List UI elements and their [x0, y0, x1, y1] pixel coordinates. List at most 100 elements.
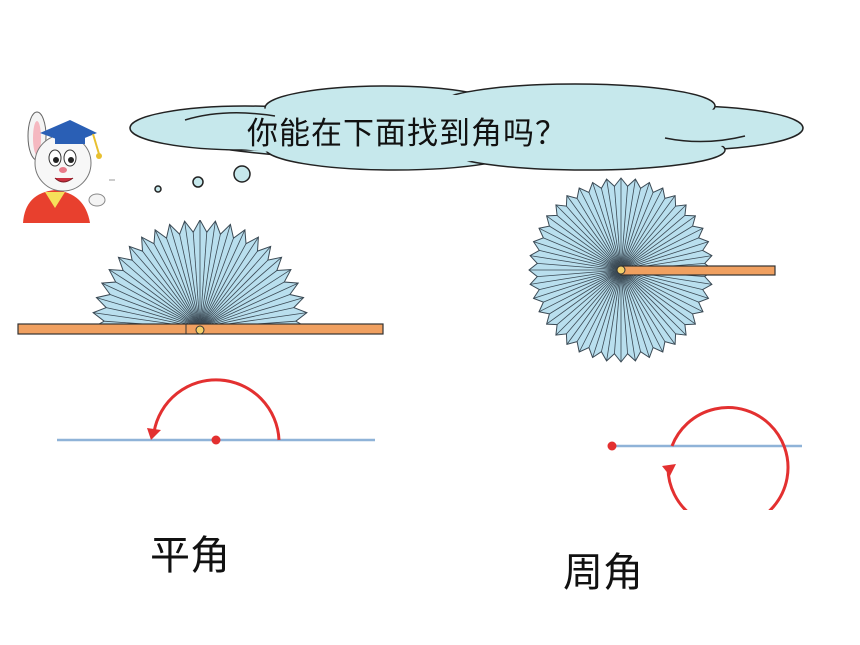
half-fan-illustration — [17, 220, 384, 335]
fan-pleat-line — [199, 246, 272, 329]
fan-pleat-line — [614, 186, 622, 271]
fan-pleat-line — [166, 237, 201, 329]
straight-angle-diagram — [57, 378, 375, 445]
fan-pleat-line — [537, 263, 622, 271]
fan-pleat-line — [543, 237, 622, 271]
fan-pleat-line — [184, 221, 201, 329]
full-angle-diagram — [607, 406, 802, 510]
fan-pleat-line — [620, 182, 650, 271]
fan-pleat-line — [556, 215, 622, 271]
fan-pleat-line — [546, 269, 622, 325]
fan-pleat-line — [131, 259, 201, 329]
label-full-angle: 周角 — [563, 550, 643, 596]
fan-pleat-line — [192, 232, 201, 329]
fan-pleat-line — [199, 250, 258, 329]
fan-pleat-line — [592, 182, 622, 271]
fan-pleat-line — [199, 259, 269, 329]
speech-cloud — [129, 83, 804, 193]
full-angle-arc — [666, 406, 790, 510]
fan-pleat-line — [543, 269, 622, 303]
fan-pleat-line — [601, 269, 622, 352]
fan-pleat-line — [620, 205, 676, 271]
fan-pleat-line — [199, 282, 299, 329]
fan-pleat-line — [588, 192, 622, 271]
straight-angle-vertex — [211, 435, 221, 445]
fan-pleat-line — [199, 297, 304, 329]
fan-pleat-line — [620, 269, 664, 353]
fan-pleat-line — [533, 241, 622, 271]
fan-pleat-line — [620, 269, 666, 342]
fan-pleat-line — [620, 269, 693, 315]
fan-pleat-line — [601, 188, 622, 271]
fan-pleat-line — [108, 269, 201, 329]
fan-pleat-line — [578, 269, 622, 353]
fan-pleat-line — [199, 256, 282, 329]
full-arc-arrowhead — [662, 464, 676, 476]
fan-pleat-line — [549, 269, 622, 315]
fan-pleat-line — [620, 269, 650, 358]
fan-pleat-line — [620, 215, 686, 271]
fan-pleat-line — [620, 215, 696, 271]
fan-pleat-line — [199, 224, 231, 329]
fan-pleat-line — [153, 243, 201, 329]
fan-pleat-line — [606, 179, 622, 271]
fan-pleat-line — [154, 229, 201, 329]
fan-pleat-line — [606, 269, 622, 361]
fan-pivot — [195, 325, 205, 335]
fan-pleat-line — [566, 269, 622, 335]
fan-pleat-line — [620, 237, 699, 271]
fan-stick-bar-right — [620, 265, 776, 276]
fan-pleat-line — [533, 269, 622, 299]
fan-pleat-line — [620, 188, 641, 271]
fan-pleat-line — [537, 269, 622, 277]
arc-arrowhead — [147, 428, 161, 440]
fan-pleat-line — [199, 294, 291, 329]
fan-pleat-line — [556, 269, 622, 325]
fan-pleat-line — [566, 269, 622, 345]
fan-pleat-line — [199, 232, 208, 329]
fan-pleat-line — [620, 227, 704, 271]
fan-pleat-line — [576, 269, 622, 342]
fan-pleat-line — [179, 234, 201, 329]
fan-pleat-line — [588, 269, 622, 348]
fan-pleat-line — [620, 195, 676, 271]
fan-pleat-line — [530, 269, 622, 285]
fan-pleat-line — [620, 269, 676, 345]
fan-pleat-line — [620, 225, 693, 271]
fan-pleat-line — [96, 297, 201, 329]
fan-pleat-line — [101, 282, 201, 329]
fan-pleat-line — [620, 269, 687, 336]
fan-pleat-line — [620, 269, 641, 352]
fan-pleat-line — [538, 227, 622, 271]
fan-pleat-line — [620, 269, 636, 361]
fan-pleat-line — [620, 204, 687, 271]
fan-pleat-line — [169, 224, 201, 329]
fan-pleat-line — [620, 269, 676, 335]
fan-pleat-line — [578, 187, 622, 271]
fan-pleat-line — [115, 281, 201, 329]
half-fan-shape — [90, 220, 310, 329]
fan-pleat-line — [142, 250, 201, 329]
fan-pleat-line — [620, 269, 654, 348]
fan-pleat-line — [620, 269, 628, 354]
fan-pleat-line — [620, 186, 628, 271]
fan-pleat-line — [199, 270, 278, 329]
full-fan-illustration — [528, 177, 776, 363]
fan-pleat-line — [539, 269, 622, 290]
fan-pleat-line — [620, 187, 664, 271]
fan-pleat-line — [199, 243, 247, 329]
fan-pleat-line — [566, 195, 622, 271]
fan-pleat-line — [109, 294, 201, 329]
fan-pleat-line — [199, 229, 246, 329]
fan-pleat-line — [128, 246, 201, 329]
fan-pleat-line — [549, 225, 622, 271]
fan-pleat-line — [614, 269, 622, 354]
fan-pleat-line — [620, 241, 709, 271]
rabbit-graduate-icon — [23, 111, 115, 223]
fan-pleat-line — [555, 204, 622, 271]
fan-pleat-line — [592, 269, 622, 358]
fan-pleat-line — [620, 269, 696, 325]
fan-pleat-line — [566, 205, 622, 271]
fan-pleat-line — [199, 237, 234, 329]
fan-pleat-line — [199, 236, 259, 329]
